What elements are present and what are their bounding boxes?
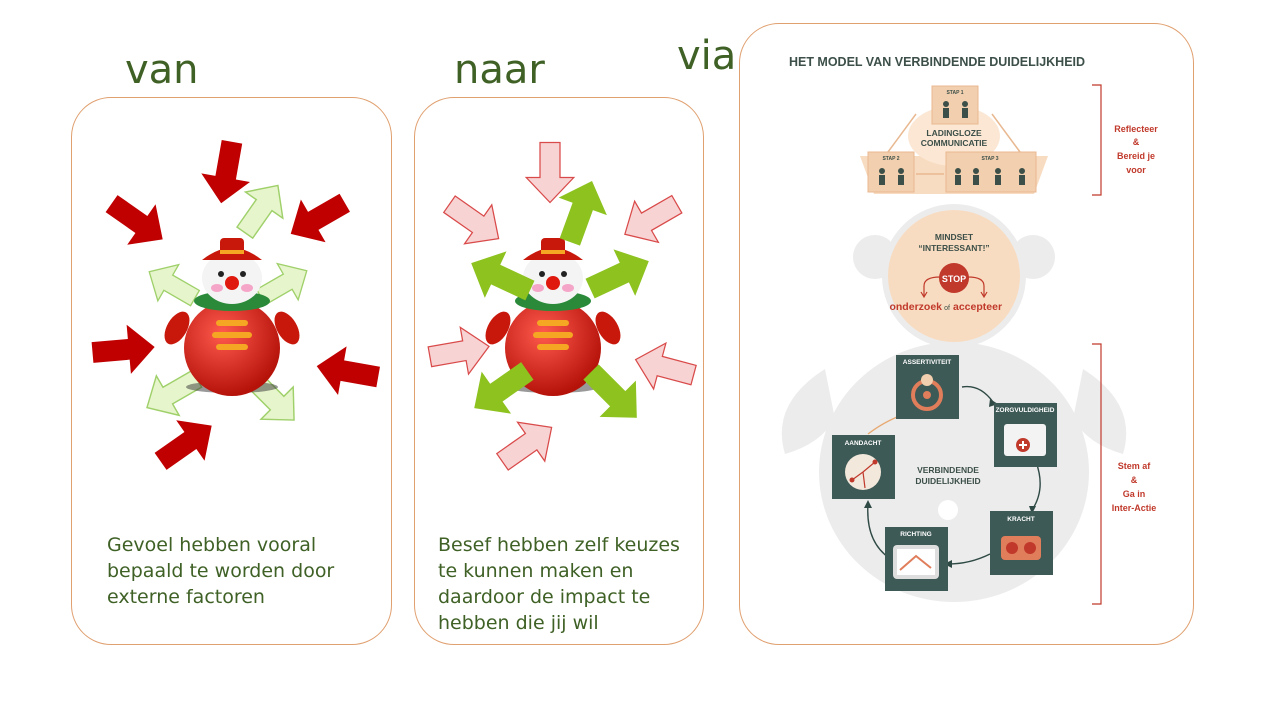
mindset-left-option: onderzoek — [889, 301, 942, 313]
clown-external-arrows-illustration — [90, 137, 383, 482]
body-center-line1: VERBINDENDE — [917, 465, 979, 475]
side-label-reflecteer: Reflecteer & Bereid je voor — [1114, 124, 1158, 175]
mindset-interessant: MINDSET “INTERESSANT!” STOP onderzoek of… — [888, 210, 1020, 342]
tile-kracht: KRACHT — [990, 511, 1053, 575]
clown-choice-arrows-illustration — [425, 141, 701, 482]
roly-poly-clown — [485, 238, 621, 396]
mindset-line2: “INTERESSANT!” — [918, 243, 989, 253]
step3-label: STAP 3 — [981, 156, 998, 162]
side-label-stem-af: Stem af & Ga in Inter-Actie — [1112, 461, 1157, 513]
heading-van: van — [125, 47, 199, 93]
head-ladingloze-communicatie: LADINGLOZE COMMUNICATIE STAP 1 STAP 2 ST… — [860, 85, 1048, 194]
svg-text:&: & — [1133, 137, 1140, 147]
panel-van: Gevoel hebben vooral bepaald te worden d… — [71, 97, 392, 645]
bracket-top — [1092, 84, 1102, 196]
model-title: HET MODEL VAN VERBINDENDE DUIDELIJKHEID — [789, 55, 1085, 69]
body-center-line2: DUIDELIJKHEID — [915, 476, 980, 486]
step1-label: STAP 1 — [946, 90, 963, 96]
panel-naar: Besef hebben zelf keuzes te kunnen maken… — [414, 97, 704, 645]
heading-via: via — [677, 33, 737, 79]
panel-via-model: HET MODEL VAN VERBINDENDE DUIDELIJKHEID … — [739, 23, 1194, 645]
svg-text:voor: voor — [1126, 165, 1146, 175]
tile-richting-label: RICHTING — [900, 531, 931, 538]
tile-richting: RICHTING — [885, 527, 948, 591]
svg-text:Stem af: Stem af — [1118, 461, 1152, 471]
svg-text:Bereid je: Bereid je — [1117, 151, 1155, 161]
head-center-line2: COMMUNICATIE — [921, 138, 988, 148]
mindset-of: of — [944, 305, 950, 312]
tile-aandacht: AANDACHT — [832, 435, 895, 499]
tile-zorgvuldigheid: ZORGVULDIGHEID — [994, 403, 1057, 467]
svg-text:Ga in: Ga in — [1123, 489, 1146, 499]
tile-assertiviteit-label: ASSERTIVITEIT — [903, 359, 951, 366]
mindset-line1: MINDSET — [935, 232, 974, 242]
caption-naar: Besef hebben zelf keuzes te kunnen maken… — [438, 534, 680, 634]
roly-poly-clown — [164, 238, 300, 396]
model-verbindende-duidelijkheid: HET MODEL VAN VERBINDENDE DUIDELIJKHEID … — [781, 55, 1158, 605]
mindset-right-option: accepteer — [953, 301, 1002, 313]
tile-aandacht-label: AANDACHT — [845, 440, 882, 447]
head-center-line1: LADINGLOZE — [926, 128, 982, 138]
bracket-bottom — [1092, 343, 1102, 605]
stop-sign-label: STOP — [942, 274, 966, 284]
step2-label: STAP 2 — [882, 156, 899, 162]
tile-kracht-label: KRACHT — [1007, 516, 1034, 523]
svg-text:&: & — [1131, 475, 1138, 485]
caption-van: Gevoel hebben vooral bepaald te worden d… — [107, 534, 335, 608]
tile-zorgvuldigheid-label: ZORGVULDIGHEID — [996, 407, 1055, 414]
tile-assertiviteit: ASSERTIVITEIT — [896, 355, 959, 419]
svg-text:Inter-Actie: Inter-Actie — [1112, 503, 1157, 513]
svg-text:Reflecteer: Reflecteer — [1114, 124, 1158, 134]
heading-naar: naar — [454, 47, 545, 93]
